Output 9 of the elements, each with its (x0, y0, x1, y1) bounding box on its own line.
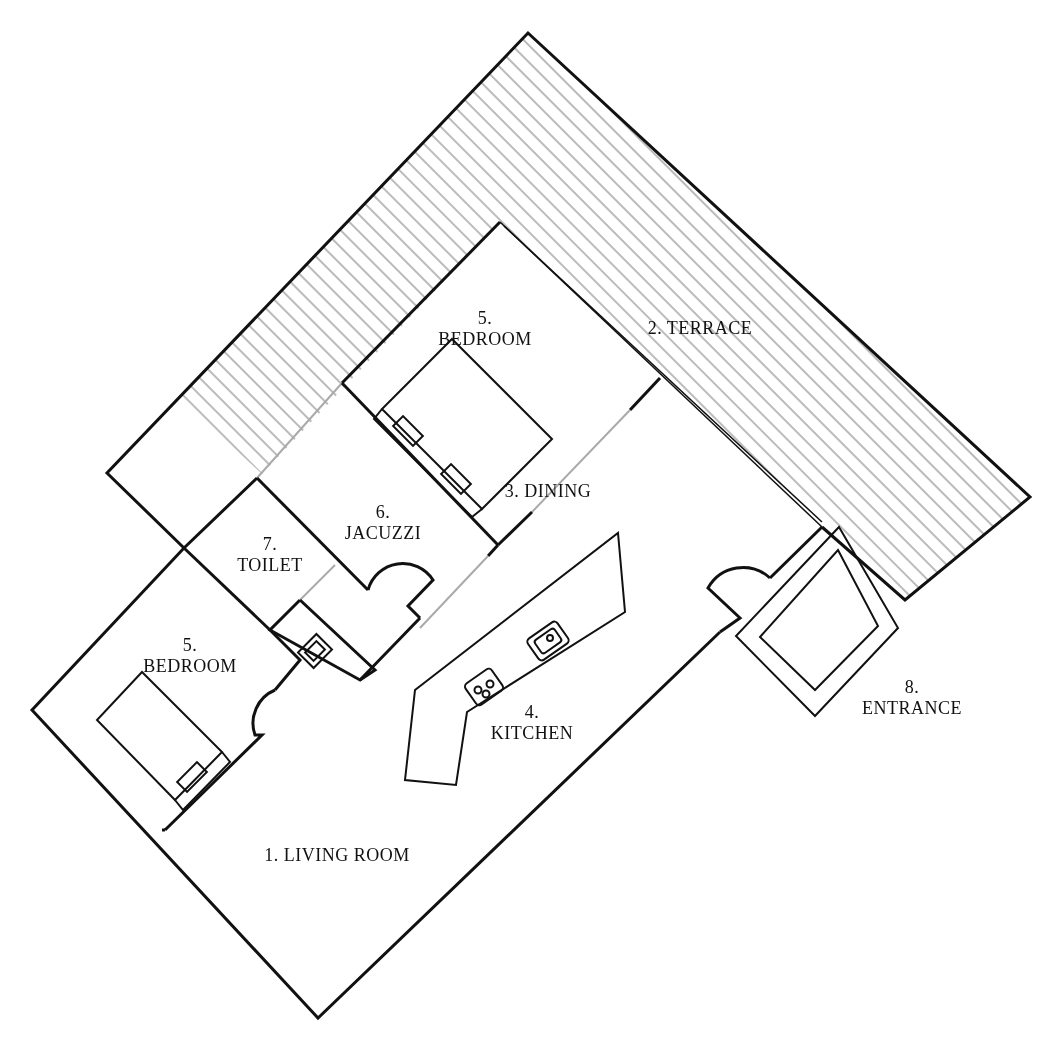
room-label: 3. DINING (504, 481, 592, 502)
room-label: 2. TERRACE (647, 318, 753, 339)
room-label: 1. LIVING ROOM (264, 845, 410, 866)
room-label: 7. TOILET (237, 534, 303, 576)
room-label: 4. KITCHEN (490, 702, 574, 744)
room-label: 8. ENTRANCE (862, 677, 962, 719)
room-label: 5. BEDROOM (143, 635, 237, 677)
room-label: 6. JACUZZI (344, 502, 422, 544)
room-label: 5. BEDROOM (438, 308, 532, 350)
